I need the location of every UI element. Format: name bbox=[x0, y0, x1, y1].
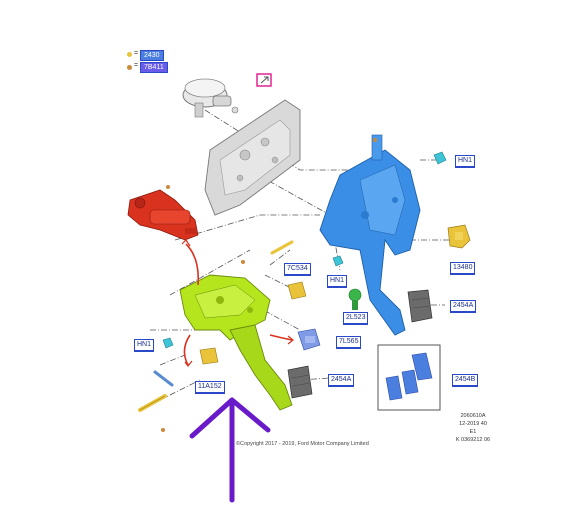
callout-hn1-left[interactable]: HN1 bbox=[134, 339, 155, 352]
pedal-bushing bbox=[348, 288, 362, 310]
external-link-icon[interactable] bbox=[256, 73, 272, 87]
callout-2l523[interactable]: 2L523 bbox=[343, 312, 369, 325]
callout-hn1-top[interactable]: HN1 bbox=[455, 155, 476, 168]
legend-code-2430[interactable]: 2430 bbox=[140, 50, 164, 61]
stop-lamp-switch bbox=[447, 224, 471, 249]
clutch-pedal-pad bbox=[287, 365, 313, 399]
clutch-master-cylinder bbox=[127, 189, 199, 241]
reference-line-3: E1 bbox=[469, 429, 477, 435]
motion-arrows bbox=[181, 239, 294, 367]
clutch-pedal-box bbox=[179, 274, 293, 411]
stud-bolt bbox=[270, 240, 294, 255]
clip-hn1-left bbox=[162, 337, 174, 349]
bracket-11a152 bbox=[199, 347, 219, 365]
clip-hn1-top bbox=[433, 151, 447, 165]
callout-11a152[interactable]: 11A152 bbox=[195, 381, 225, 394]
callout-7c534[interactable]: 7C534 bbox=[284, 263, 311, 276]
pedal-pad-kit-box bbox=[377, 344, 441, 411]
brake-pedal-pad bbox=[407, 289, 433, 323]
callout-7l565[interactable]: 7L565 bbox=[336, 336, 362, 349]
brake-pedal-assembly bbox=[319, 134, 421, 336]
callout-2454b[interactable]: 2454B bbox=[452, 374, 479, 387]
clutch-sensor-7l565 bbox=[297, 328, 321, 351]
clip-hn1-mid bbox=[332, 255, 344, 267]
callout-hn1-mid[interactable]: HN1 bbox=[327, 275, 348, 288]
brake-booster bbox=[182, 78, 239, 118]
legend-equals: = bbox=[134, 50, 139, 57]
callout-2454a-right[interactable]: 2454A bbox=[450, 300, 477, 313]
clutch-switch-7c534 bbox=[287, 281, 307, 300]
annotation-arrow bbox=[189, 397, 271, 503]
reference-line-4: K 0369212 06 bbox=[455, 437, 491, 443]
legend-code-7b411[interactable]: 7B411 bbox=[140, 62, 168, 73]
pivot-bolt bbox=[138, 394, 167, 412]
firewall-bracket bbox=[204, 99, 301, 216]
legend-equals: = bbox=[134, 62, 139, 69]
diagram-reference: 2060610A 12-2019 40 E1 K 0369212 06 bbox=[448, 412, 498, 444]
legend-dot-7b411 bbox=[127, 65, 132, 70]
reference-line-2: 12-2019 40 bbox=[459, 421, 487, 427]
legend-dot-2430 bbox=[127, 52, 132, 57]
reference-line-1: 2060610A bbox=[460, 413, 486, 419]
callout-2454a-bottom[interactable]: 2454A bbox=[328, 374, 355, 387]
adjustment-rod bbox=[153, 370, 174, 387]
callout-13480[interactable]: 13480 bbox=[450, 262, 476, 275]
copyright-notice: ©Copyright 2017 - 2019, Ford Motor Compa… bbox=[236, 441, 369, 447]
